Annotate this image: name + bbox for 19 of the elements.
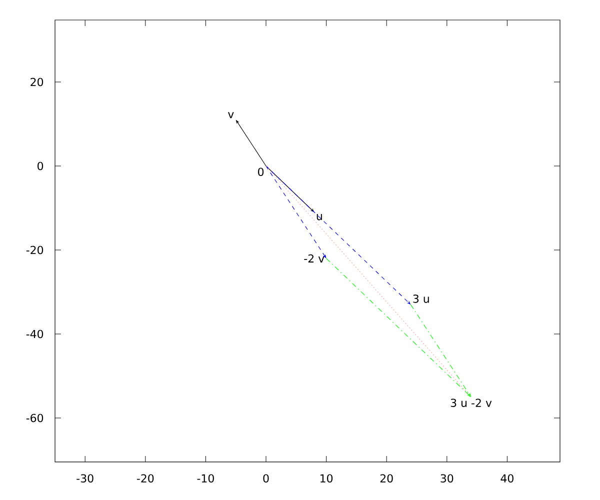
axis-tick-label: 40 [500, 474, 514, 482]
vector-label: -2 v [304, 254, 324, 262]
vector-label: 0 [258, 168, 264, 176]
axis-tick-label: 0 [263, 474, 269, 482]
axis-tick-label: 0 [38, 162, 44, 170]
axis-tick-label: 20 [30, 78, 44, 86]
axis-tick-label: -30 [76, 474, 94, 482]
axis-tick-label: 10 [320, 474, 333, 482]
axis-tick-label: -60 [26, 414, 44, 422]
axis-tick-label: 20 [380, 474, 393, 482]
axis-tick-label: -40 [26, 330, 44, 338]
axis-tick-label: -10 [197, 474, 214, 482]
axis-tick-label: -20 [136, 474, 154, 482]
vector-label: 3 u -2 v [450, 398, 492, 407]
axis-tick-label: 30 [440, 474, 454, 482]
vector-label: 3 u [413, 294, 429, 303]
vector-label: u [316, 214, 322, 220]
vector-label: v [228, 112, 234, 118]
axis-tick-label: -20 [26, 246, 44, 254]
